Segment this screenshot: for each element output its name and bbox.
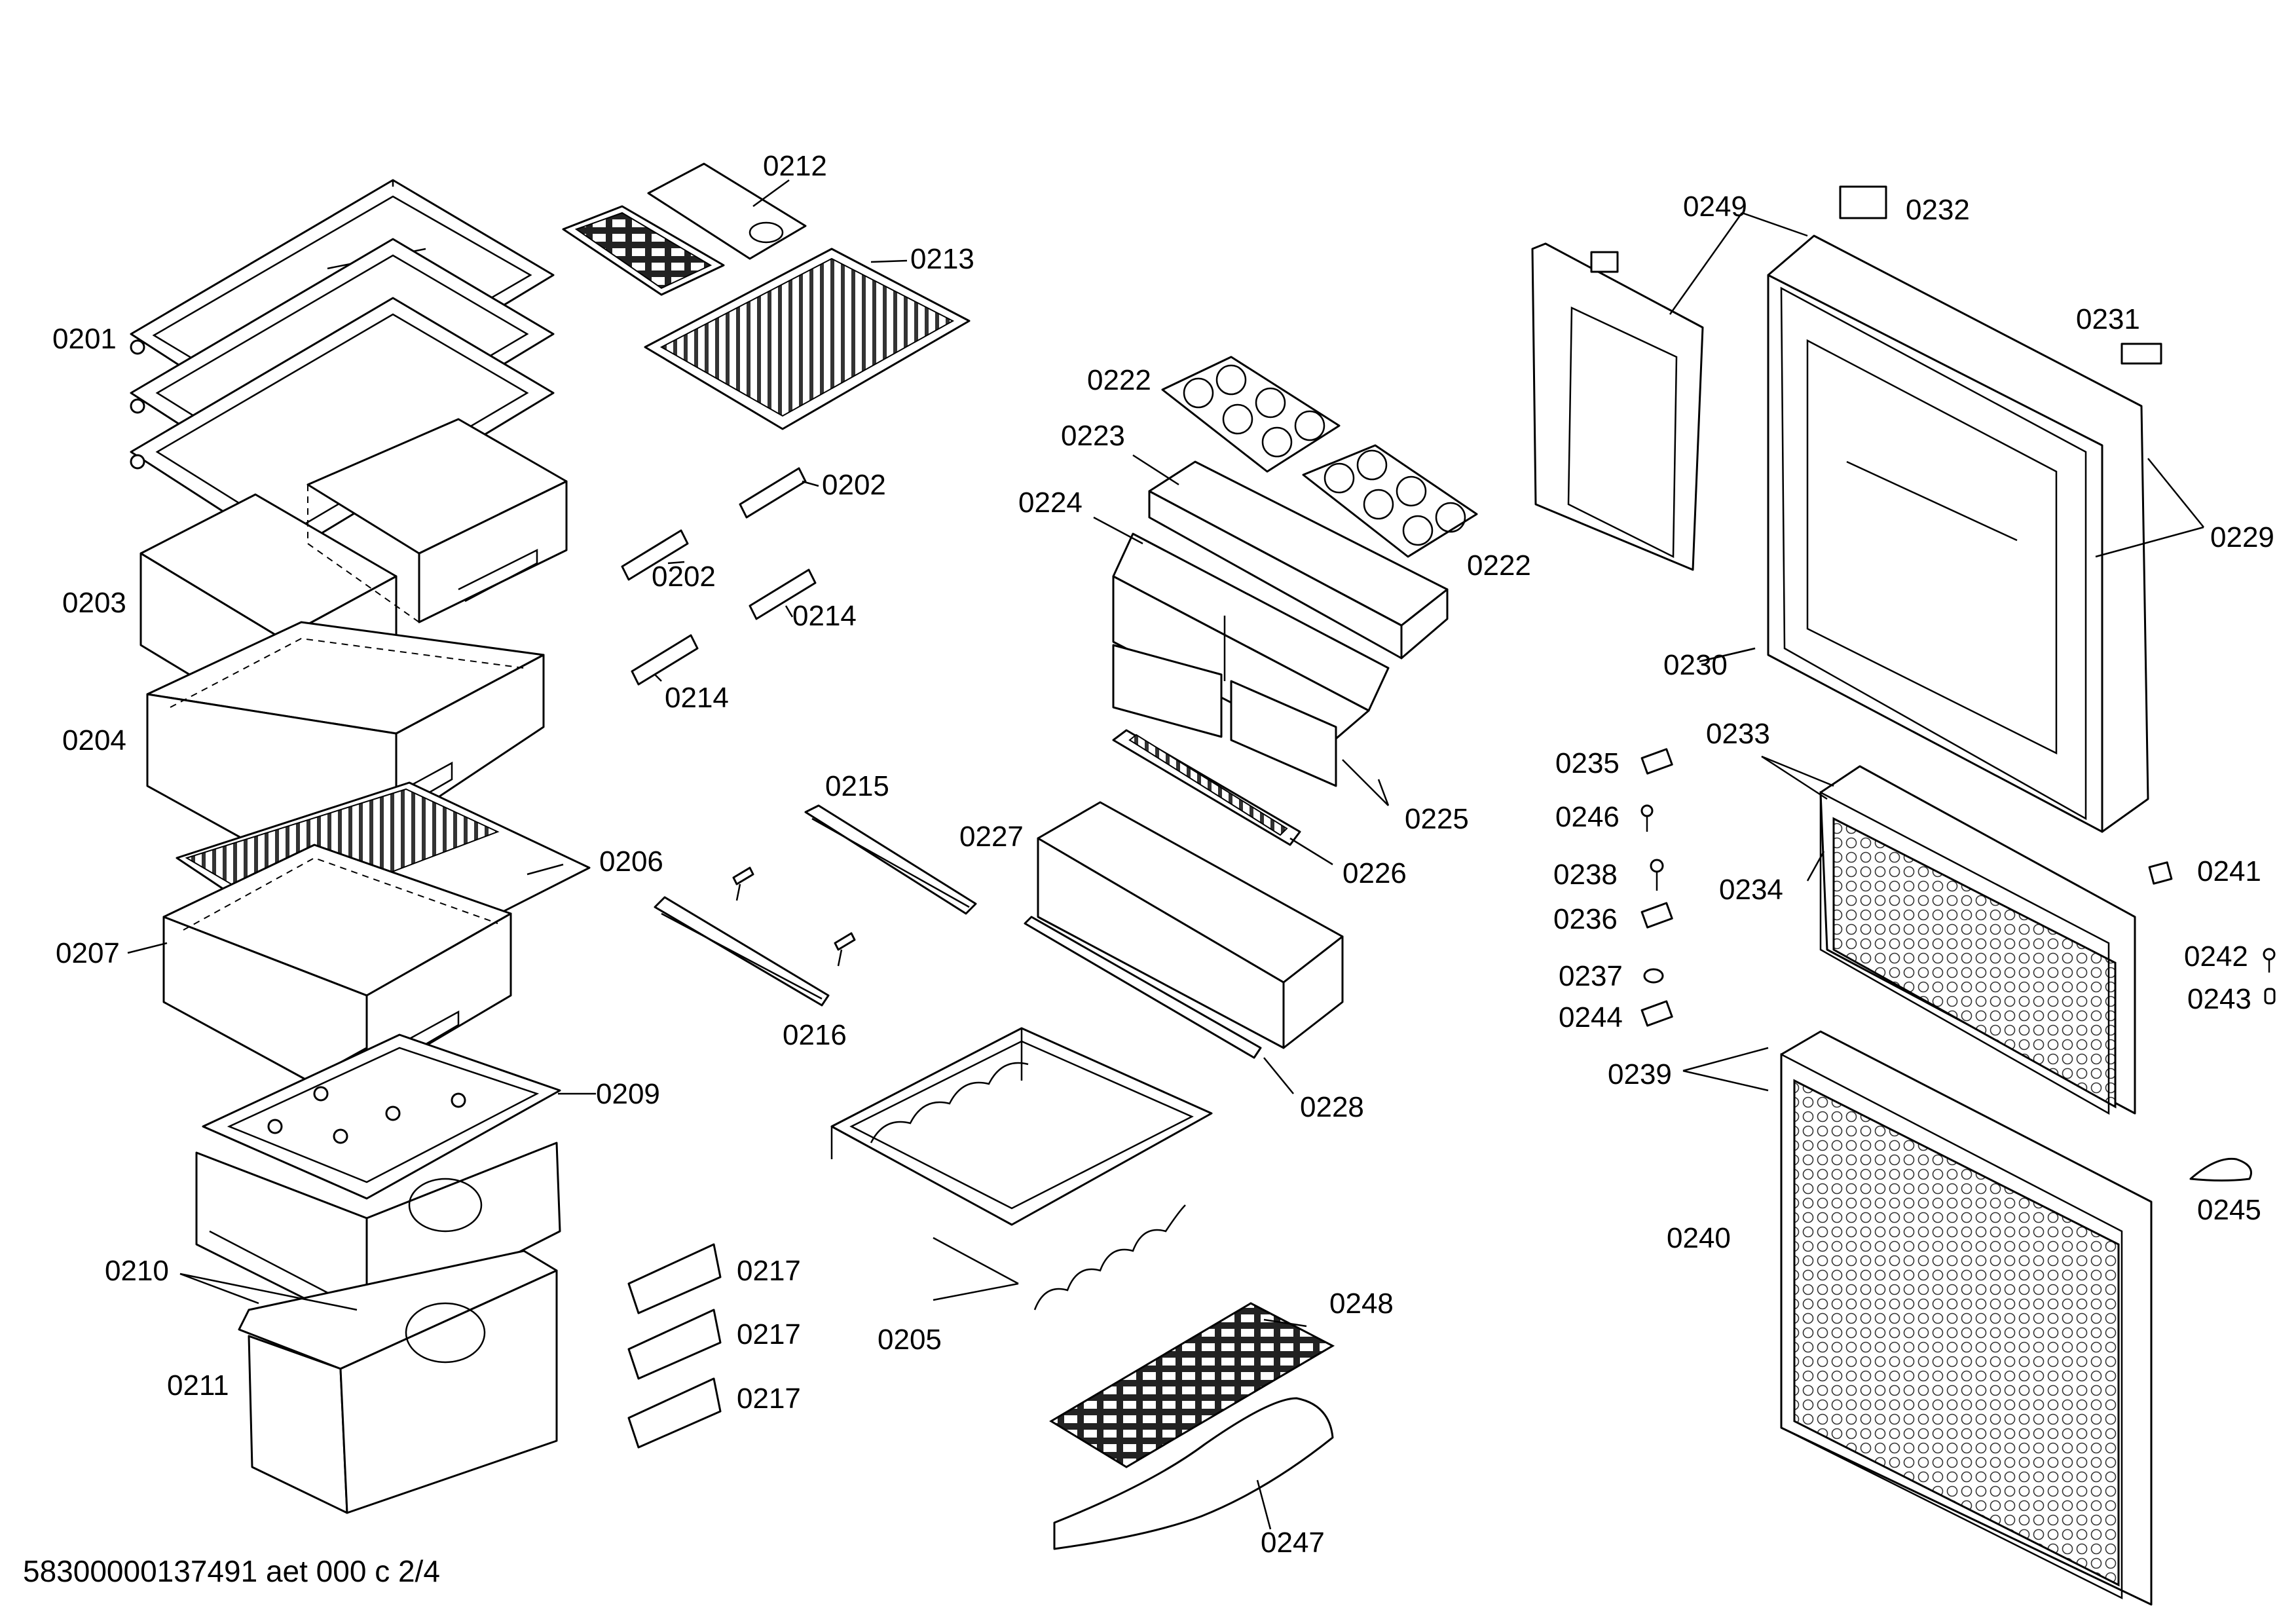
callout-0227: 0227 [959,821,1024,853]
callout-0239: 0239 [1608,1058,1672,1090]
callout-0231: 0231 [2076,303,2140,335]
egg-trays-0222 [1161,356,1478,558]
callout-0211: 0211 [167,1369,229,1402]
callout-0238: 0238 [1553,859,1618,891]
callout-0228: 0228 [1300,1091,1364,1123]
callout-0222-b: 0222 [1467,549,1531,582]
callout-0240: 0240 [1667,1222,1731,1254]
callout-0223: 0223 [1061,420,1125,452]
door-shelf-assembly-0224 [1112,532,1390,787]
drawer-0204-back [306,418,568,623]
callout-0206: 0206 [599,846,663,878]
callout-0249: 0249 [1683,191,1747,223]
callout-0248: 0248 [1329,1288,1394,1320]
callout-0233: 0233 [1706,718,1770,750]
callout-0225: 0225 [1405,803,1469,835]
callout-0247: 0247 [1261,1527,1325,1559]
callout-0243: 0243 [2187,983,2251,1015]
callout-0242: 0242 [2184,940,2248,973]
callout-0205: 0205 [878,1324,942,1356]
egg-rack-0213 [644,248,971,430]
door-shelf-0223 [1148,460,1449,660]
freezer-door-lower-0239-0240 [1780,1030,2153,1606]
callout-0217-b: 0217 [737,1318,801,1350]
callout-0212: 0212 [763,150,827,182]
drawing-footer: 58300000137491 aet 000 c 2/4 [23,1554,440,1588]
callout-0224: 0224 [1018,487,1083,519]
callout-0217-c: 0217 [737,1383,801,1415]
door-bin-0227 [1037,801,1344,1049]
callout-labels: 0212 0213 0201 0202 0202 0214 0214 0203 … [52,150,2274,1559]
callout-0230: 0230 [1663,649,1728,681]
callout-0234: 0234 [1719,874,1783,906]
drawer-frame-0209 [202,1033,561,1200]
callout-0217-a: 0217 [737,1255,801,1287]
callout-0214-b: 0214 [665,682,729,714]
callout-0215: 0215 [825,770,889,802]
callout-0207: 0207 [56,937,120,969]
callout-0235: 0235 [1555,747,1620,779]
callout-0203: 0203 [62,587,126,619]
clips-0202-0214 [621,467,817,686]
callout-0201: 0201 [52,323,117,355]
leader-lines [127,179,2204,1530]
freezer-door-upper-0233-0234 [1819,765,2136,1115]
callout-0226: 0226 [1342,857,1407,889]
ice-tray-0212 [562,162,807,296]
callout-0229: 0229 [2210,521,2274,553]
callout-0209: 0209 [596,1078,660,1110]
glass-shelves-0201 [130,179,555,555]
strip-0228 [1024,916,1262,1059]
callout-0202-a: 0202 [822,469,886,501]
bottle-rack-0205 [830,1027,1213,1310]
callout-0214-a: 0214 [792,600,857,632]
drawer-0207 [162,844,512,1082]
rails-0215-0216 [654,804,977,1007]
callout-0241: 0241 [2197,855,2261,887]
callout-0216: 0216 [783,1019,847,1051]
callout-0222-a: 0222 [1087,364,1151,396]
callout-0213: 0213 [910,243,974,275]
callout-0246: 0246 [1555,801,1620,833]
drawer-0211 [238,1250,558,1514]
callout-0204: 0204 [62,724,126,756]
strip-0226 [1112,729,1301,846]
drawer-0204 [146,621,545,872]
callout-0245: 0245 [2197,1194,2261,1226]
callout-0236: 0236 [1553,903,1618,935]
callout-0210: 0210 [105,1255,169,1287]
callout-0232: 0232 [1906,194,1970,226]
film-0247 [1053,1397,1334,1550]
grid-0248 [1049,1302,1335,1468]
callout-0202-b: 0202 [652,561,716,593]
callout-0244: 0244 [1559,1001,1623,1033]
callout-0237: 0237 [1559,960,1623,992]
covers-0217 [627,1243,722,1449]
fridge-door-0229-0230 [1767,185,2162,833]
small-parts [1640,748,2276,1181]
back-panel-0249 [1531,242,1704,571]
